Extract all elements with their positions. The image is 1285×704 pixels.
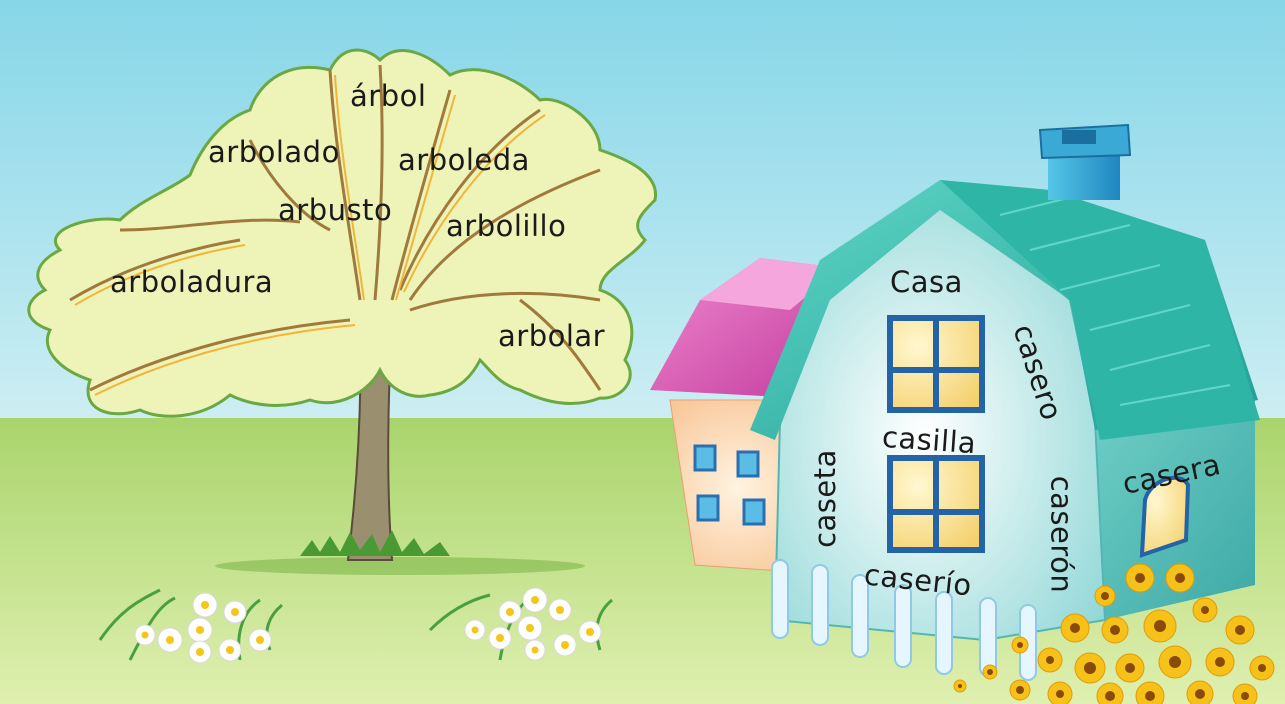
house-side-window	[1139, 475, 1191, 558]
daisy-patch-left	[98, 588, 283, 664]
house-window-lower	[887, 455, 985, 553]
word-casilla: casilla	[880, 419, 978, 461]
word-caseron: caserón	[1044, 475, 1079, 594]
word-arbol: árbol	[350, 79, 427, 113]
roof-lines	[999, 194, 1231, 406]
word-arbolillo: arbolillo	[446, 209, 567, 243]
house-roof-top	[940, 180, 1260, 440]
word-caseta: caseta	[807, 449, 842, 548]
daisy-patch-middle	[428, 587, 613, 661]
word-arboladura: arboladura	[110, 265, 274, 299]
tree-grass-tuft	[300, 530, 450, 556]
word-arboleda: arboleda	[398, 143, 530, 177]
word-casa: Casa	[890, 265, 963, 299]
tree-canopy	[27, 48, 657, 418]
house-window-upper	[887, 315, 985, 413]
tree-ground-shadow	[215, 557, 585, 575]
word-arbolado: arbolado	[208, 135, 340, 169]
fence	[771, 559, 1037, 681]
word-arbusto: arbusto	[278, 193, 393, 227]
small-house-windows	[693, 444, 766, 526]
chimney	[1038, 123, 1132, 200]
sunflower-patch	[953, 563, 1275, 704]
word-arbolar: arbolar	[498, 319, 606, 353]
